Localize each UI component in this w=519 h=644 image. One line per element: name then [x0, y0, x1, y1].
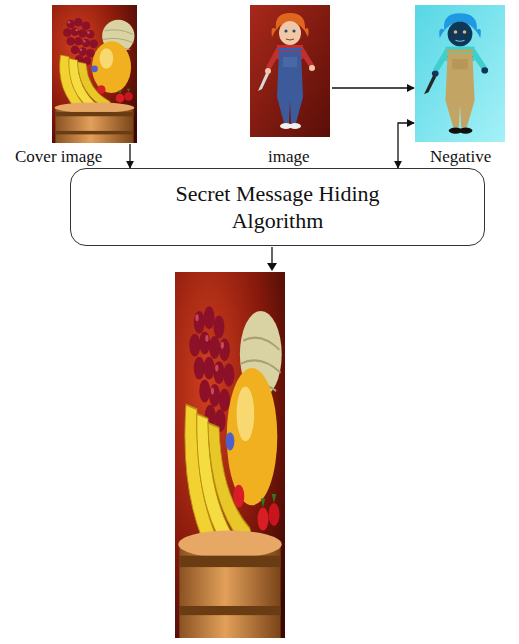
flow-arrow	[129, 144, 130, 168]
image-node: Negative	[415, 5, 515, 167]
flow-arrow	[332, 87, 414, 88]
negative-doll-picture	[415, 5, 505, 142]
doll-picture	[250, 5, 330, 137]
image-caption: image	[268, 147, 310, 167]
flow-arrow	[398, 123, 414, 168]
box-label: Secret Message Hiding Algorithm	[158, 180, 398, 234]
picture-frame	[52, 5, 137, 143]
image-node: Cover image	[15, 5, 145, 167]
picture-frame	[415, 5, 505, 142]
image-node: image	[250, 5, 330, 167]
arrow-head	[267, 263, 277, 271]
fruit-basket-picture	[52, 5, 137, 143]
picture-frame	[250, 5, 330, 137]
output-arrow	[271, 247, 272, 264]
image-caption: Negative	[430, 147, 491, 167]
stego-fruit-picture	[175, 272, 285, 638]
image-caption: Cover image	[15, 147, 102, 167]
process-box: Secret Message Hiding Algorithm	[70, 168, 485, 246]
